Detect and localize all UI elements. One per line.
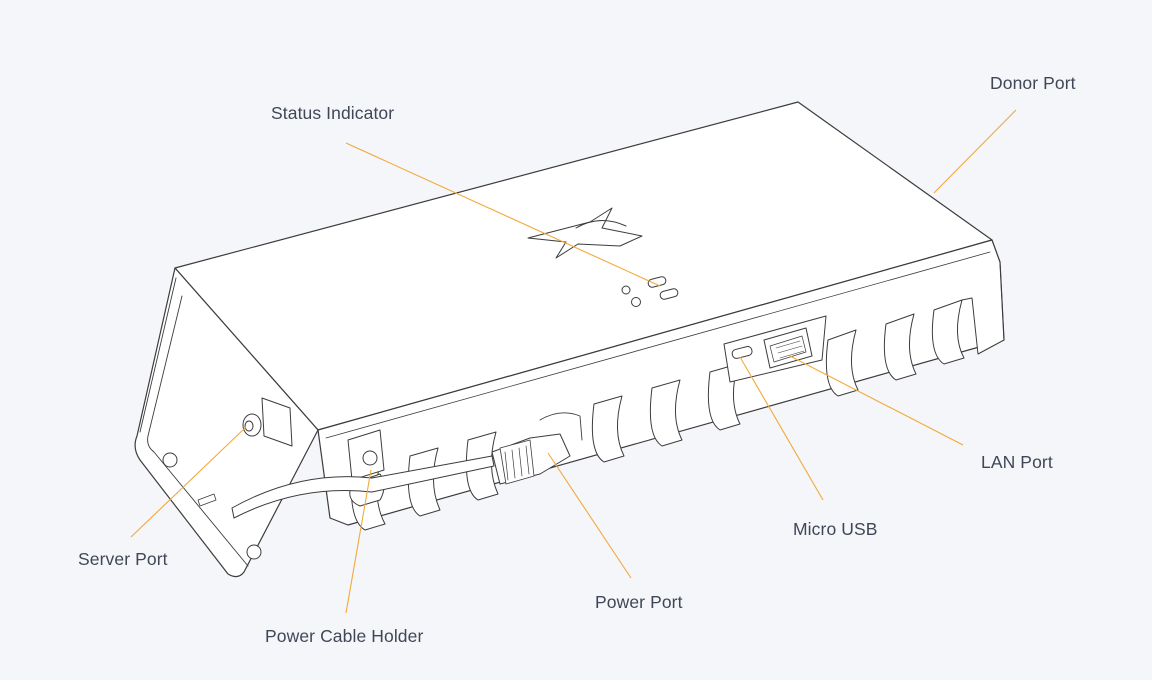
leader-lines — [130, 109, 1017, 614]
leader-server-port — [130, 426, 247, 538]
label-server-port: Server Port — [78, 549, 168, 569]
server-port-connector — [162, 397, 293, 560]
label-lan-port: LAN Port — [981, 452, 1053, 472]
leader-status-indicator — [345, 142, 661, 287]
leader-power-port — [547, 452, 632, 579]
label-donor-port: Donor Port — [990, 73, 1076, 93]
device-fins — [350, 297, 1005, 531]
leader-donor-port — [933, 109, 1017, 194]
brand-logo — [527, 207, 643, 259]
label-status-indicator: Status Indicator — [271, 103, 395, 123]
leader-lan-port — [789, 355, 964, 446]
leader-micro-usb — [739, 356, 824, 501]
label-power-cable-holder: Power Cable Holder — [265, 626, 424, 646]
leader-power-cable-holder — [345, 469, 372, 614]
status-lights — [621, 276, 679, 307]
label-micro-usb: Micro USB — [793, 519, 878, 539]
port-bay — [723, 315, 827, 383]
label-power-port: Power Port — [595, 592, 683, 612]
power-cable — [231, 412, 583, 519]
power-cable-holder-part — [347, 429, 385, 507]
